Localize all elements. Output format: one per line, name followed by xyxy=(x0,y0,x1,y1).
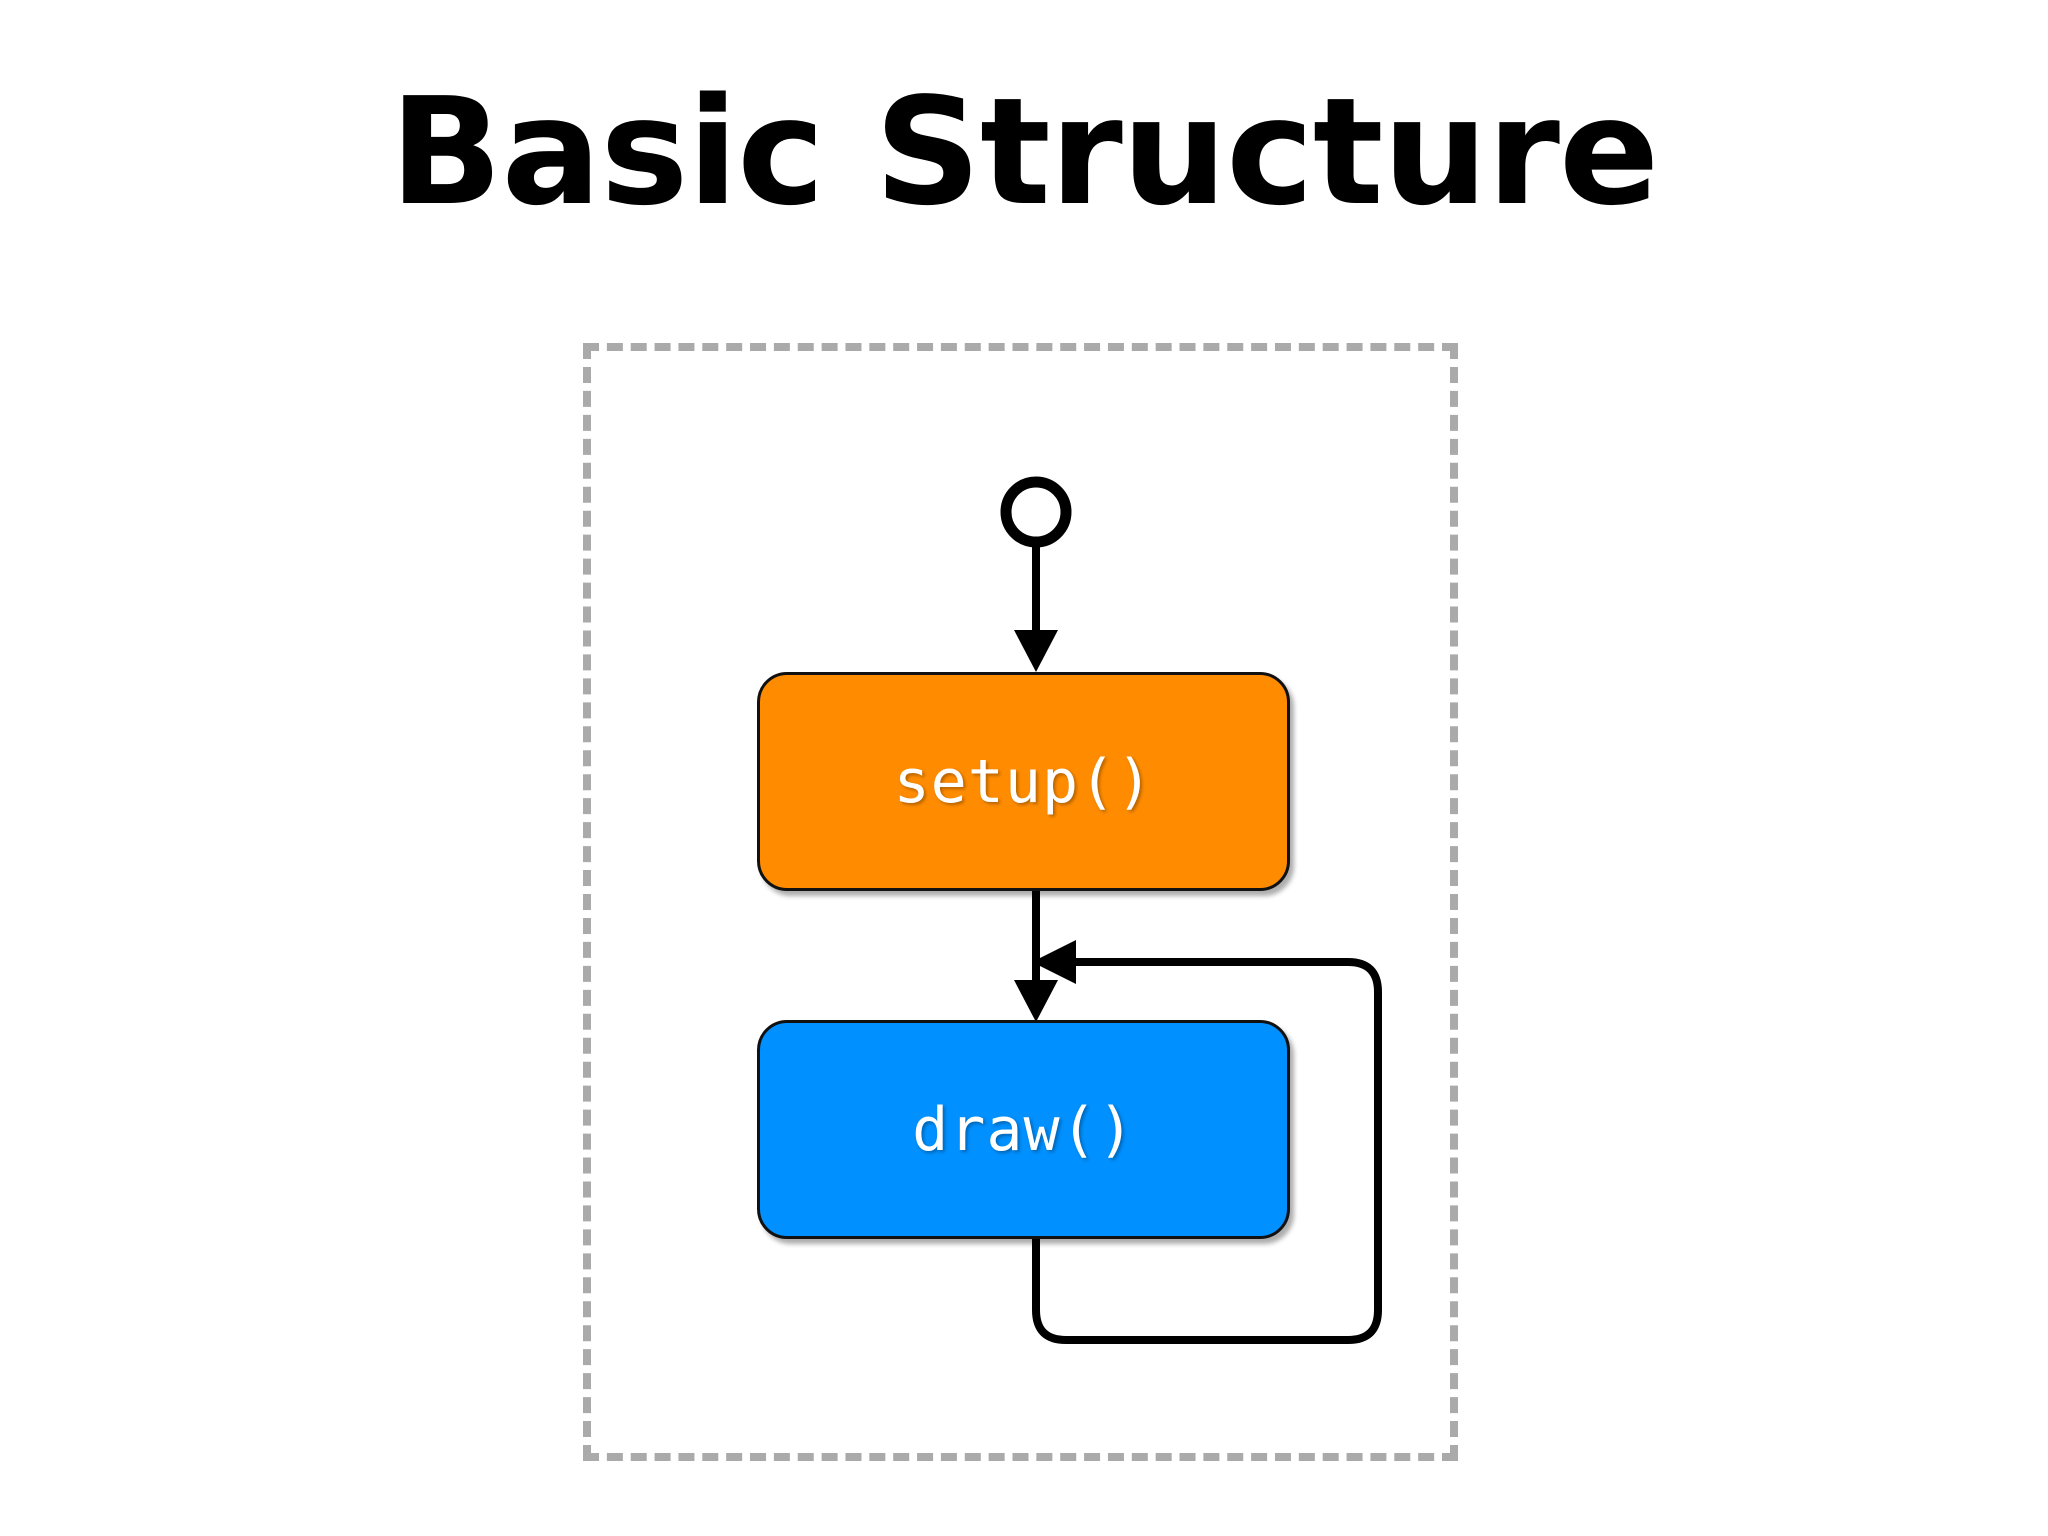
node-draw-label: draw() xyxy=(912,1094,1135,1165)
node-draw[interactable]: draw() xyxy=(757,1020,1290,1239)
node-setup[interactable]: setup() xyxy=(757,672,1290,891)
page-title: Basic Structure xyxy=(389,66,1660,238)
sketch-scope-container xyxy=(583,343,1458,1461)
node-setup-label: setup() xyxy=(893,746,1154,817)
